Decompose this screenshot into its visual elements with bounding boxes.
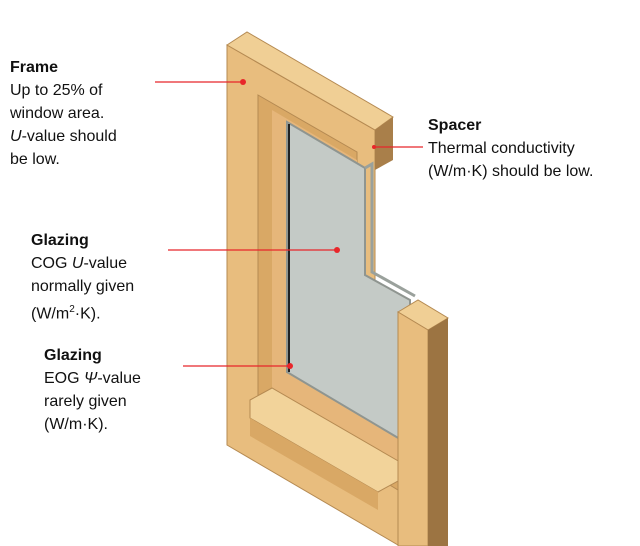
glazing-eog-line: (W/m·K). xyxy=(44,416,108,433)
spacer-callout: Spacer Thermal conductivity (W/m·K) shou… xyxy=(428,114,593,183)
glazing-eog-title: Glazing xyxy=(44,347,102,364)
frame-line: window area. xyxy=(10,105,105,122)
frame-line: Up to 25% of xyxy=(10,82,103,99)
frame-callout: Frame Up to 25% of window area. U-value … xyxy=(10,56,117,171)
glazing-cog-line: COG U-value xyxy=(31,255,128,272)
callout-dots xyxy=(240,79,376,369)
glazing-eog-callout: Glazing EOG Ψ-value rarely given (W/m·K)… xyxy=(44,344,141,436)
glazing-cog-callout: Glazing COG U-value normally given (W/m2… xyxy=(31,229,134,325)
stile-side xyxy=(428,318,448,546)
frame-cut-side xyxy=(375,117,393,170)
glazing-eog-line: EOG Ψ-value xyxy=(44,370,141,387)
callout-lines xyxy=(155,81,423,367)
glazing-cog-title: Glazing xyxy=(31,232,89,249)
spacer-line: (W/m·K) should be low. xyxy=(428,163,594,180)
spacer-title: Spacer xyxy=(428,117,482,134)
stile-front xyxy=(397,311,429,546)
glazing-eog-line: rarely given xyxy=(44,393,127,410)
frame-title: Frame xyxy=(10,59,59,76)
frame-line: U-value should xyxy=(10,128,117,145)
glazing-cog-line: (W/m2·K). xyxy=(31,304,101,323)
glazing-cog-line: normally given xyxy=(31,278,135,295)
frame-line: be low. xyxy=(10,151,60,168)
spacer-line: Thermal conductivity xyxy=(428,140,575,157)
sill-front xyxy=(250,418,378,510)
